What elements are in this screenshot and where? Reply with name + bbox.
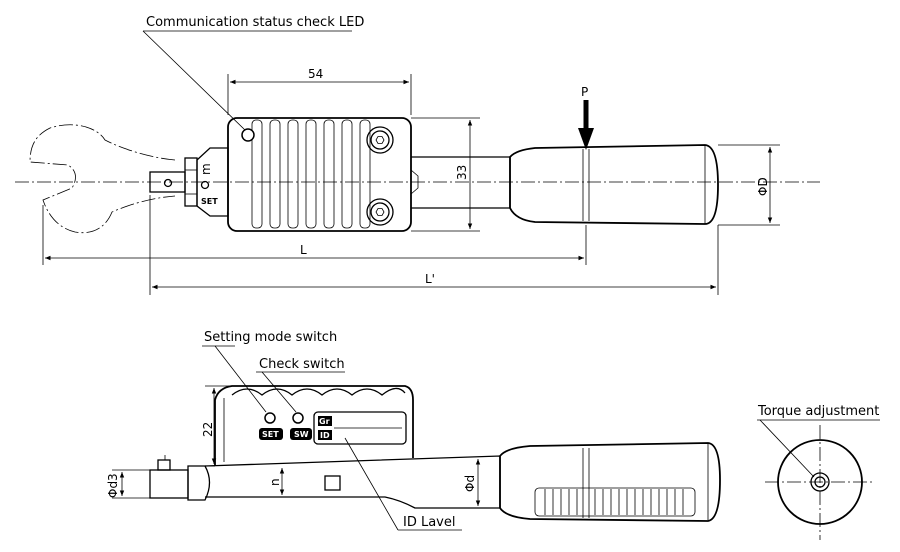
grip: [509, 144, 719, 225]
id-label-plate: [313, 411, 407, 445]
id-label-leader: [344, 437, 399, 531]
load-point-label: P: [581, 85, 588, 99]
top-view: m SET: [15, 15, 820, 295]
communication-led: [241, 128, 255, 142]
callout-led: Communication status check LED: [146, 15, 364, 30]
end-view-grip-circle: [777, 439, 863, 525]
dim-54-label: 54: [308, 67, 323, 81]
dim-22-label: 22: [201, 422, 215, 437]
square-drive-ball: [163, 178, 173, 188]
gr-marking: Gr: [319, 417, 330, 426]
electronic-head: [227, 117, 412, 232]
torque-adjustment-leader: [759, 419, 815, 478]
side-shaft-marker: [324, 475, 341, 491]
led-leader: [142, 30, 246, 131]
callout-id-label: ID Lavel: [403, 515, 456, 530]
grip-knurl: [534, 487, 696, 517]
set-button: [259, 428, 283, 440]
id-marking: ID: [320, 431, 330, 440]
side-view: SET SW Gr ID: [106, 330, 721, 531]
dim-33-label: 33: [455, 165, 469, 180]
set-marking-top: SET: [201, 197, 218, 206]
setting-mode-leader: [214, 345, 267, 413]
dim-Lprime-label: L': [425, 272, 435, 286]
head-ribs: [251, 119, 371, 229]
check-switch-leader: [261, 371, 297, 413]
side-wavy-top: [231, 387, 406, 396]
torque-adjustment-socket: [810, 472, 830, 492]
dim-n-label: n: [268, 478, 282, 486]
end-view: Torque adjustment: [757, 404, 880, 540]
side-electronic-head: [214, 385, 414, 466]
side-square-drive: [149, 469, 189, 499]
hex-screw-bottom: [366, 198, 394, 226]
check-switch-led: [292, 412, 304, 424]
dim-phid3-label: Φd3: [106, 473, 120, 498]
open-end-wrench-outline: [29, 124, 176, 234]
dim-m-label: m: [199, 163, 213, 175]
hex-screw-top: [366, 126, 394, 154]
shaft: [411, 156, 511, 209]
side-grip: [499, 442, 721, 522]
dim-L-label: L: [300, 243, 307, 257]
sw-button: [290, 428, 312, 440]
setting-mode-switch-led: [264, 412, 276, 424]
dim-phiD-label: ΦD: [756, 177, 770, 196]
callout-torque-adjustment: Torque adjustment: [757, 404, 879, 419]
callout-check-switch: Check switch: [259, 357, 345, 372]
set-button-text: SET: [262, 430, 279, 439]
dim-phid-label: Φd: [463, 475, 477, 492]
sw-button-text: SW: [294, 430, 309, 439]
side-shaft: [204, 455, 501, 509]
side-ratchet-ring: [187, 465, 211, 501]
callout-setting-mode-switch: Setting mode switch: [204, 330, 337, 345]
